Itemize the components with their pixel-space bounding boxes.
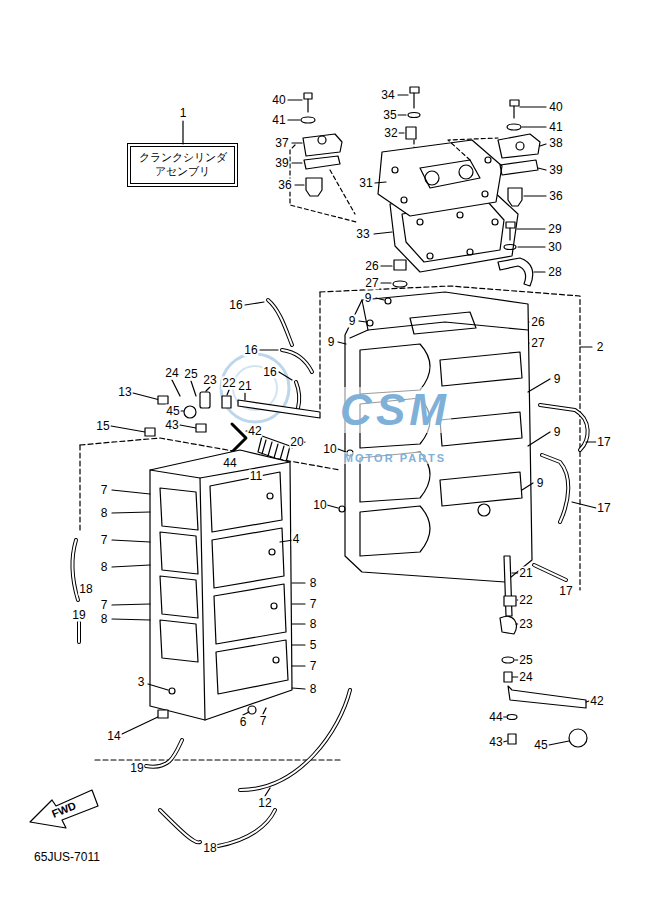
drawing-number: 65JUS-7011: [33, 851, 101, 864]
callout-number: 33: [355, 228, 370, 241]
callout-number: 24: [164, 367, 179, 380]
callout-number: 8: [309, 618, 318, 631]
callout-number: 7: [259, 715, 268, 728]
callout-number: 9: [553, 373, 562, 386]
callout-number: 14: [106, 730, 121, 743]
callout-number: 32: [383, 127, 398, 140]
callout-number: 9: [553, 426, 562, 439]
callout-number: 5: [309, 639, 318, 652]
callout-number: 1: [179, 107, 188, 120]
callout-number: 27: [364, 277, 379, 290]
callout-number: 40: [548, 101, 563, 114]
callout-number: 17: [596, 502, 611, 515]
callout-number: 43: [488, 736, 503, 749]
callout-number: 25: [183, 368, 198, 381]
callout-number: 13: [117, 386, 132, 399]
callout-number: 44: [488, 711, 503, 724]
callout-number: 27: [530, 337, 545, 350]
callout-number: 17: [558, 585, 573, 598]
callout-number: 16: [262, 366, 277, 379]
watermark: MOTOR PARTS: [343, 452, 447, 464]
callout-number: 41: [271, 114, 286, 127]
callout-number: 36: [548, 190, 563, 203]
callout-number: 19: [129, 762, 144, 775]
callout-number: 41: [548, 121, 563, 134]
callout-number: 6: [239, 716, 248, 729]
callout-number: 36: [277, 179, 292, 192]
callout-number: 22: [518, 594, 533, 607]
callout-number: 35: [382, 109, 397, 122]
callout-number: 9: [536, 477, 545, 490]
callout-number: 8: [309, 683, 318, 696]
callout-number: 24: [518, 671, 533, 684]
callout-number: 23: [518, 618, 533, 631]
callout-number: 42: [589, 695, 604, 708]
callout-number: 20: [289, 436, 304, 449]
callout-number: 22: [221, 377, 236, 390]
callout-number: 7: [100, 534, 109, 547]
callout-number: 18: [202, 842, 217, 855]
assembly-name: クランクシリンダ アセンブリ: [137, 151, 228, 179]
callout-number: 7: [100, 599, 109, 612]
callout-number: 10: [312, 499, 327, 512]
callout-number: 9: [364, 292, 373, 305]
callout-number: 30: [547, 241, 562, 254]
callout-number: 19: [71, 609, 86, 622]
callout-number: 17: [596, 436, 611, 449]
callout-number: 26: [364, 260, 379, 273]
callout-number: 9: [327, 336, 336, 349]
callout-number: 12: [257, 797, 272, 810]
callout-number: 16: [228, 299, 243, 312]
callout-number: 7: [309, 598, 318, 611]
callout-number: 3: [137, 676, 146, 689]
assembly-name-box: クランクシリンダ アセンブリ: [130, 146, 235, 184]
callout-number: 31: [358, 177, 373, 190]
callout-number: 15: [95, 420, 110, 433]
watermark: CSM: [339, 387, 451, 433]
callout-number: 45: [165, 405, 180, 418]
callout-number: 38: [548, 137, 563, 150]
callout-number: 11: [249, 470, 263, 483]
callout-number: 8: [100, 561, 109, 574]
callout-number: 34: [380, 89, 395, 102]
callout-number: 29: [547, 223, 562, 236]
callout-number: 44: [222, 457, 237, 470]
callout-number: 4: [292, 533, 301, 546]
callout-number: 23: [202, 374, 217, 387]
callout-number: 39: [548, 164, 563, 177]
callout-number: 8: [100, 507, 109, 520]
callout-number: 37: [274, 137, 289, 150]
callout-number: 45: [533, 739, 548, 752]
callout-number: 43: [164, 419, 179, 432]
callout-number: 18: [78, 583, 93, 596]
callout-number: 10: [322, 443, 337, 456]
callout-number: 8: [100, 613, 109, 626]
callout-number: 40: [271, 94, 286, 107]
callout-number: 2: [596, 341, 605, 354]
callout-number: 21: [237, 380, 252, 393]
callout-number: 9: [348, 315, 357, 328]
callout-number: 7: [309, 660, 318, 673]
callout-number: 16: [243, 344, 258, 357]
callout-number: 26: [530, 316, 545, 329]
callout-number: 25: [518, 654, 533, 667]
callout-number: 28: [547, 266, 562, 279]
callout-number: 21: [518, 567, 533, 580]
callout-number: 7: [100, 484, 109, 497]
callout-number: 39: [274, 157, 289, 170]
callout-number: 8: [309, 577, 318, 590]
callout-number: 42: [247, 425, 262, 438]
